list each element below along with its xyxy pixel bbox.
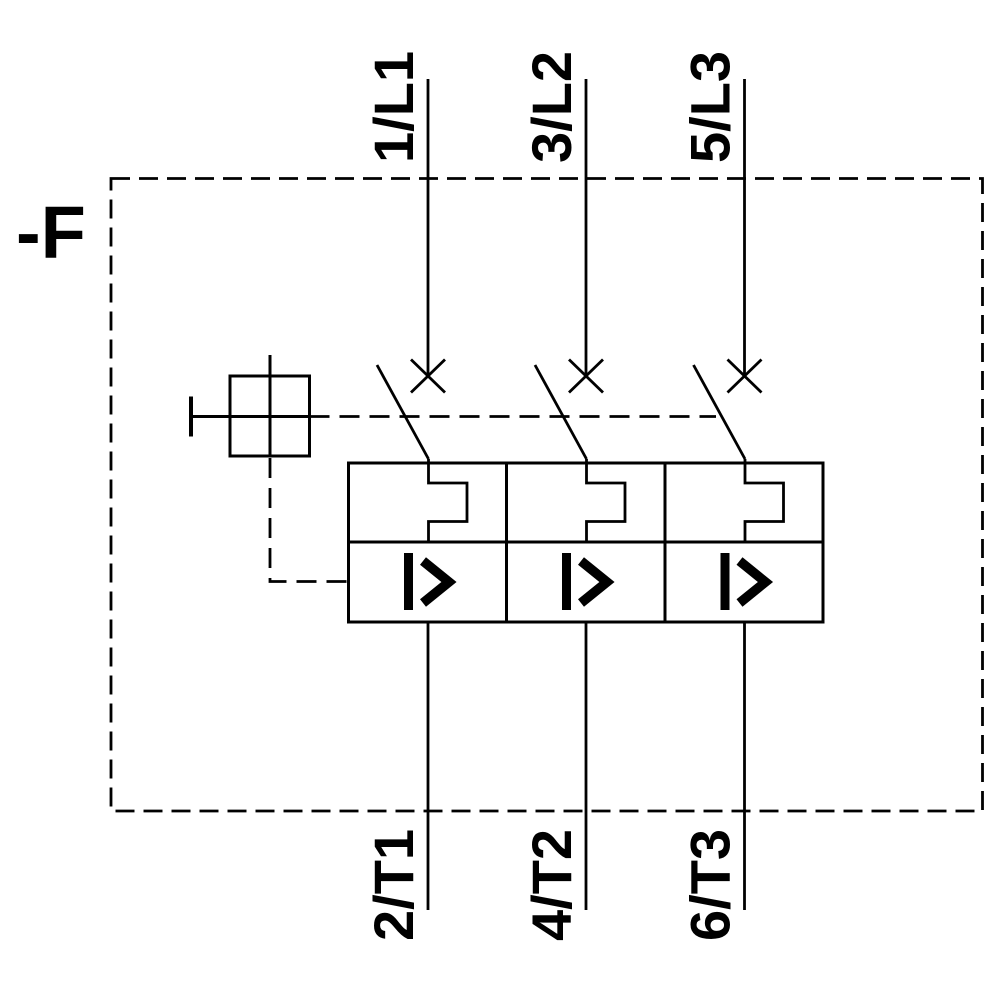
pole-3-moving-contact xyxy=(692,364,747,460)
pole-3-top-terminal-label: 5/L3 xyxy=(679,51,742,163)
pole-1-magnetic-trip-symbol xyxy=(404,553,457,610)
pole-3-thermal-overload-symbol xyxy=(743,459,785,542)
pole-2-magnetic-trip-symbol xyxy=(562,553,615,610)
pole-3: 5/L3 6/T3 xyxy=(679,51,785,941)
pole-1-bottom-terminal-label: 2/T1 xyxy=(362,829,425,941)
device-enclosure-outline xyxy=(109,177,984,813)
pole-2: 3/L2 4/T2 xyxy=(520,51,627,941)
pole-1: 1/L1 2/T1 xyxy=(362,51,469,941)
device-designation-label: -F xyxy=(16,191,86,274)
pole-3-contact-cross-icon xyxy=(726,358,763,394)
pole-1-moving-contact xyxy=(375,364,430,460)
pole-1-thermal-overload-symbol xyxy=(427,459,469,542)
pole-1-top-terminal-label: 1/L1 xyxy=(362,51,425,163)
pole-3-magnetic-trip-symbol xyxy=(720,553,774,610)
pole-2-top-terminal-label: 3/L2 xyxy=(520,51,583,163)
pole-1-contact-cross-icon xyxy=(410,358,446,394)
pole-2-bottom-terminal-label: 4/T2 xyxy=(520,829,583,941)
pole-2-moving-contact xyxy=(533,364,588,460)
trip-linkage-line xyxy=(268,458,349,583)
operating-mechanism xyxy=(189,355,716,583)
pole-3-bottom-terminal-label: 6/T3 xyxy=(679,829,742,941)
pole-2-thermal-overload-symbol xyxy=(585,459,627,542)
pole-2-contact-cross-icon xyxy=(568,358,604,394)
